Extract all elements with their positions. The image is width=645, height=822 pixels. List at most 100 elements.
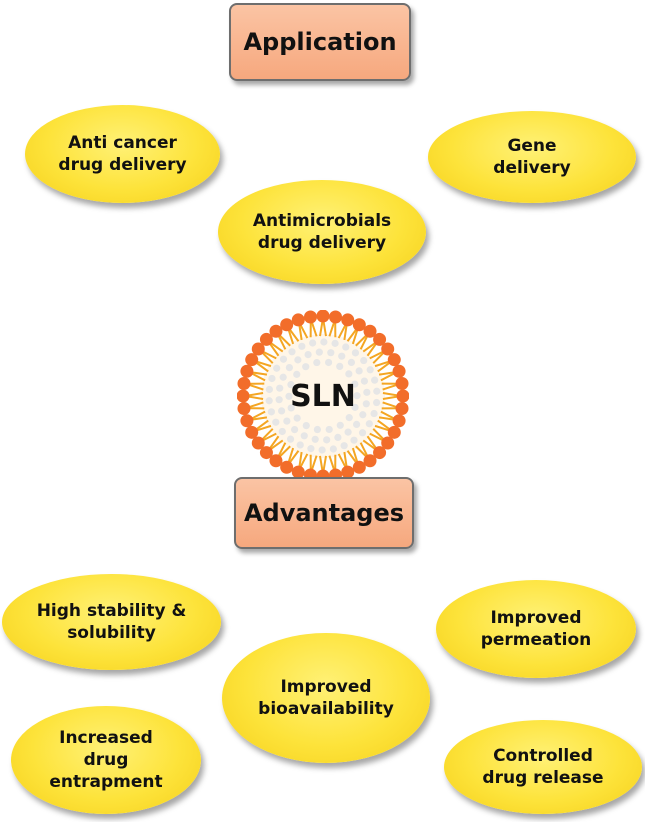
lipid-head xyxy=(387,425,401,439)
core-dot xyxy=(285,363,293,372)
core-dot xyxy=(298,342,306,350)
lipid-head xyxy=(240,414,254,428)
core-dot xyxy=(323,436,331,444)
core-dot xyxy=(370,409,378,418)
lipid-head xyxy=(280,460,294,474)
core-dot xyxy=(325,425,333,434)
core-dot xyxy=(265,397,273,405)
core-dot xyxy=(347,358,356,366)
oval-label: High stability & solubility xyxy=(36,600,187,643)
oval-antimicrobials-drug-delivery: Antimicrobials drug delivery xyxy=(218,180,426,284)
oval-improved-permeation: Improved permeation xyxy=(436,580,636,678)
lipid-head xyxy=(237,389,250,403)
core-dot xyxy=(350,436,358,444)
core-dot xyxy=(307,445,315,453)
lipid-head xyxy=(245,425,259,439)
core-dot xyxy=(363,388,371,396)
core-dot xyxy=(302,363,310,371)
core-dot xyxy=(302,421,310,430)
lipid-head xyxy=(392,414,406,428)
oval-increased-drug-entrapment: Increased drug entrapment xyxy=(11,706,201,814)
lipid-head xyxy=(251,342,265,356)
oval-label: Gene delivery xyxy=(493,135,571,178)
application-title: Application xyxy=(243,28,397,56)
core-dot xyxy=(353,392,361,400)
lipid-head xyxy=(329,310,343,324)
core-dot xyxy=(320,338,328,346)
core-dot xyxy=(287,404,295,412)
core-dot xyxy=(313,358,321,367)
oval-improved-bioavailability: Improved bioavailability xyxy=(222,633,430,763)
lipid-head xyxy=(341,313,355,327)
lipid-head xyxy=(395,402,409,416)
core-dot xyxy=(342,343,350,351)
oval-label: Controlled drug release xyxy=(482,745,604,788)
lipid-head xyxy=(352,460,366,474)
lipid-head xyxy=(237,376,251,390)
core-dot xyxy=(325,358,333,367)
core-dot xyxy=(265,385,273,394)
core-dot xyxy=(327,349,335,357)
lipid-head xyxy=(392,364,406,378)
lipid-head xyxy=(259,446,273,460)
sln-structure xyxy=(237,310,409,482)
core-dot xyxy=(340,442,348,450)
lipid-head xyxy=(280,318,294,332)
oval-anti-cancer-drug-delivery: Anti cancer drug delivery xyxy=(25,105,220,203)
oval-label: Improved bioavailability xyxy=(258,676,394,719)
core-dot xyxy=(288,348,296,356)
core-dot xyxy=(267,408,275,416)
core-dot xyxy=(355,367,363,375)
oval-label: Improved permeation xyxy=(480,607,592,650)
core-dot xyxy=(358,429,367,437)
oval-controlled-drug-release: Controlled drug release xyxy=(444,720,642,814)
core-dot xyxy=(290,426,299,434)
core-dot xyxy=(373,398,381,407)
core-dot xyxy=(268,374,276,383)
lipid-head xyxy=(291,313,305,327)
oval-label: Increased drug entrapment xyxy=(49,727,163,793)
lipid-head xyxy=(387,353,401,367)
lipid-head xyxy=(303,310,317,324)
oval-gene-delivery: Gene delivery xyxy=(428,111,636,203)
lipid-head xyxy=(373,332,387,346)
oval-label: Anti cancer drug delivery xyxy=(58,132,187,175)
core-dot xyxy=(360,377,369,385)
lipid-head xyxy=(373,446,387,460)
lipid-head xyxy=(396,389,409,403)
core-dot xyxy=(334,433,342,442)
core-dot xyxy=(279,373,287,381)
core-dot xyxy=(283,417,291,425)
core-dot xyxy=(371,376,379,384)
core-dot xyxy=(344,428,352,436)
core-dot xyxy=(277,407,286,415)
core-dot xyxy=(293,414,301,422)
lipid-head xyxy=(381,436,395,450)
core-dot xyxy=(360,356,368,365)
advantages-box: Advantages xyxy=(234,477,414,549)
lipid-head xyxy=(269,454,283,468)
lipid-head xyxy=(251,436,265,450)
core-dot xyxy=(300,432,308,440)
core-dot xyxy=(293,370,301,378)
lipid-head xyxy=(352,318,366,332)
core-dot xyxy=(336,421,344,429)
oval-high-stability-solubility: High stability & solubility xyxy=(2,574,221,670)
lipid-head xyxy=(395,376,409,390)
lipid-head xyxy=(381,342,395,356)
core-dot xyxy=(338,352,346,360)
lipid-head xyxy=(316,310,330,323)
core-dot xyxy=(275,396,283,404)
core-dot xyxy=(304,350,312,359)
core-dot xyxy=(351,349,360,357)
core-dot xyxy=(286,435,295,443)
lipid-head xyxy=(363,454,377,468)
lipid-head xyxy=(269,324,283,338)
core-dot xyxy=(287,381,295,389)
lipid-head xyxy=(240,364,254,378)
core-dot xyxy=(331,339,339,347)
core-dot xyxy=(276,384,284,392)
core-dot xyxy=(345,414,353,422)
core-dot xyxy=(285,392,293,400)
core-dot xyxy=(351,380,359,388)
